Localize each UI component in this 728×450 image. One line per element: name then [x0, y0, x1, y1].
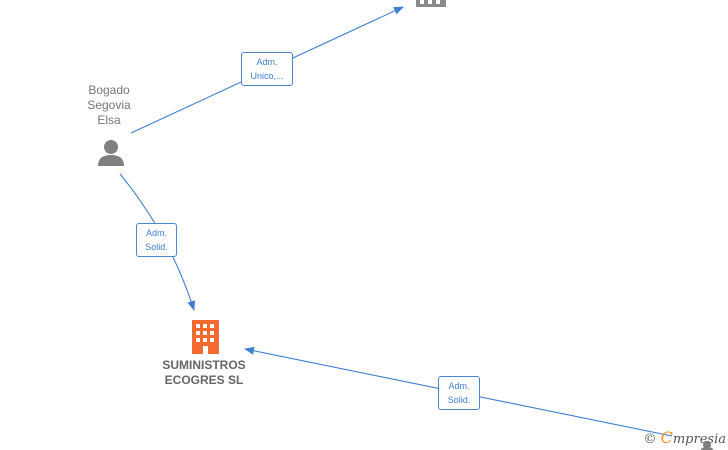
edge-label-line: Adm. [256, 57, 278, 67]
company-name-label: SUMINISTROS ECOGRES SL [150, 358, 258, 388]
person-icon[interactable] [98, 140, 124, 166]
person-name-line: Bogado [88, 83, 130, 97]
company-name-line: ECOGRES SL [164, 373, 244, 387]
person-name-line: Segovia [87, 98, 131, 112]
person-icon[interactable] [700, 441, 714, 450]
company-name-line: SUMINISTROS [162, 358, 246, 372]
building-icon[interactable] [192, 320, 219, 354]
copyright-symbol: © [643, 432, 657, 447]
edge-label-line: Adm. [448, 381, 470, 391]
edge-label-adm-unico[interactable]: Adm. Unico,... [241, 52, 293, 86]
edge-label-line: Solid. [145, 242, 168, 252]
edge-label-adm-solid[interactable]: Adm. Solid. [438, 376, 480, 410]
brand-name: mpresia [672, 432, 726, 447]
edge-label-line: Adm. [145, 228, 167, 238]
edge-label-line: Solid. [447, 395, 471, 405]
building-icon[interactable] [416, 0, 446, 7]
person-name-label: Bogado Segovia Elsa [79, 83, 139, 128]
person-name-line: Elsa [97, 113, 121, 127]
edge-label-line: Unico,... [250, 71, 284, 81]
edge-label-adm-solid[interactable]: Adm. Solid. [136, 223, 177, 257]
empresia-watermark: © Cmpresia [643, 428, 726, 447]
brand-initial: C [660, 428, 673, 447]
